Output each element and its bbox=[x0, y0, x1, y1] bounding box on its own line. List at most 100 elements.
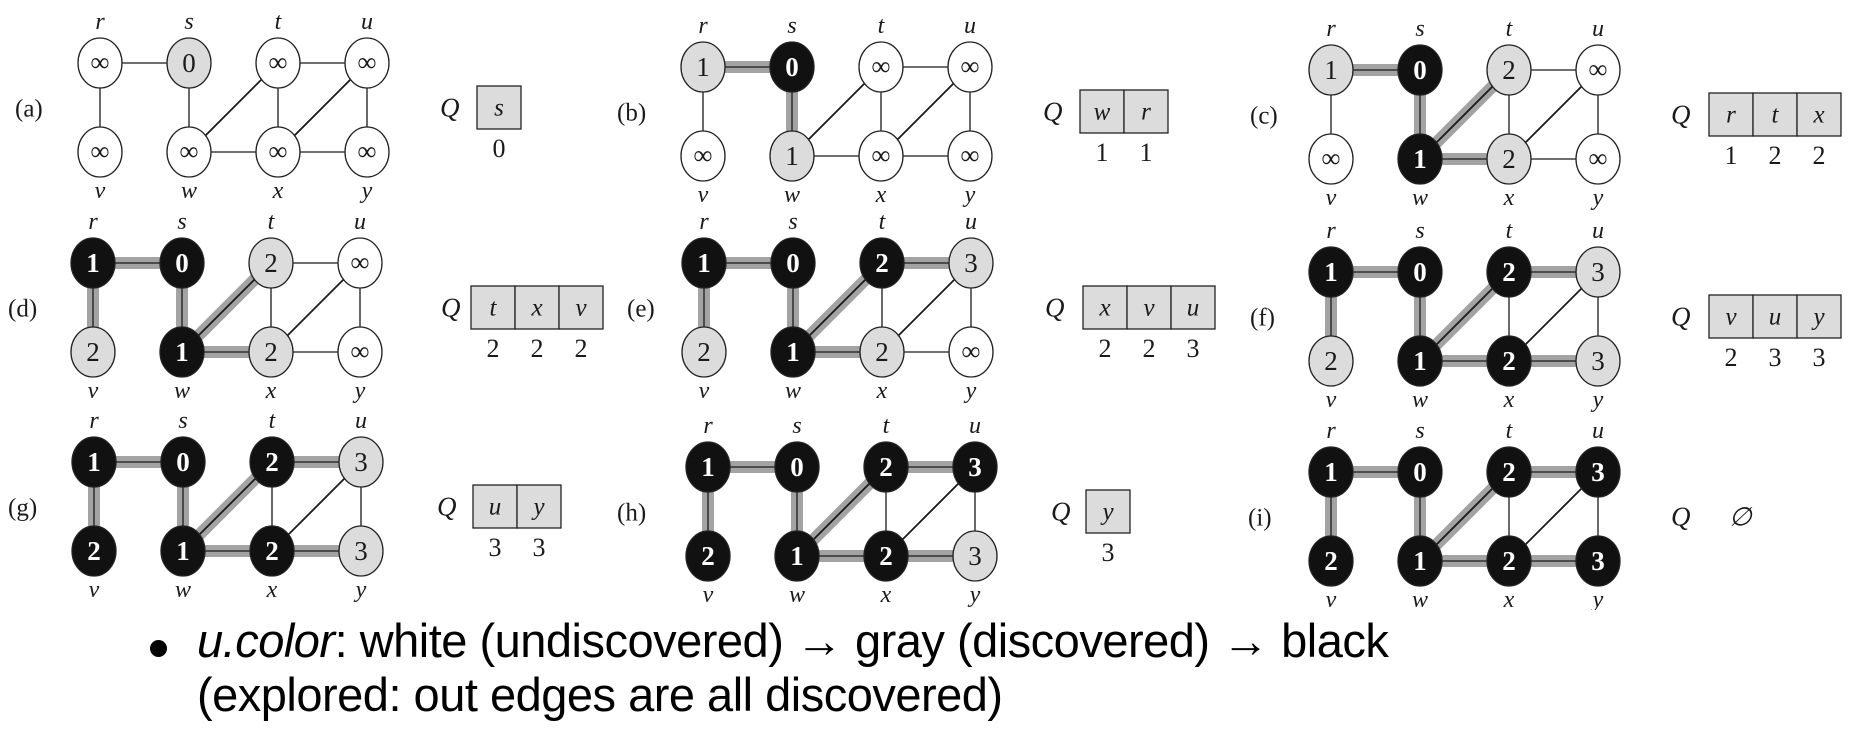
queue-cell bbox=[514, 285, 560, 330]
queue-label: Q bbox=[1051, 497, 1071, 527]
vertex-s-black bbox=[770, 237, 816, 289]
vertex-y-white bbox=[948, 326, 994, 378]
vertex-label-s: s bbox=[792, 413, 801, 439]
vertex-w-black bbox=[1397, 535, 1443, 587]
vertex-label-x: x bbox=[876, 378, 888, 404]
distance-y: 3 bbox=[968, 541, 982, 571]
vertex-w-white bbox=[166, 126, 212, 178]
vertex-x-white bbox=[858, 130, 904, 182]
vertex-label-y: y bbox=[964, 378, 977, 404]
vertex-r-gray bbox=[680, 41, 726, 93]
vertex-y-white bbox=[947, 130, 993, 182]
vertex-s-black bbox=[160, 436, 206, 488]
vertex-label-t: t bbox=[879, 209, 887, 235]
vertex-label-u: u bbox=[965, 209, 977, 235]
distance-x: 2 bbox=[875, 337, 889, 367]
distance-r: 1 bbox=[696, 52, 710, 82]
vertex-x-gray bbox=[248, 326, 294, 378]
distance-t: 2 bbox=[264, 248, 278, 278]
vertex-t-gray bbox=[248, 237, 294, 289]
vertex-label-u: u bbox=[355, 408, 367, 434]
vertex-label-w: w bbox=[174, 378, 190, 404]
vertex-label-v: v bbox=[1326, 185, 1337, 211]
vertex-t-black bbox=[1486, 446, 1532, 498]
queue-distance-v: 2 bbox=[1725, 343, 1738, 372]
distance-u: ∞ bbox=[357, 47, 376, 77]
queue-distance-y: 3 bbox=[1813, 343, 1826, 372]
queue-vertex-t: t bbox=[1772, 102, 1780, 129]
vertex-s-black bbox=[769, 41, 815, 93]
distance-r: 1 bbox=[87, 447, 101, 477]
queue-distance-u: 3 bbox=[1769, 343, 1782, 372]
distance-x: ∞ bbox=[268, 136, 287, 166]
vertex-v-black bbox=[685, 530, 731, 582]
distance-w: 1 bbox=[1413, 546, 1427, 576]
distance-y: ∞ bbox=[1588, 143, 1607, 173]
queue-cell bbox=[1708, 294, 1754, 339]
queue-distance-r: 1 bbox=[1725, 141, 1738, 170]
vertex-label-y: y bbox=[968, 582, 981, 608]
queue-vertex-w: w bbox=[1094, 99, 1111, 126]
vertex-x-black bbox=[1486, 335, 1532, 387]
queue-vertex-x: x bbox=[530, 295, 542, 322]
panel-label: (d) bbox=[8, 296, 37, 323]
queue-distance-s: 0 bbox=[493, 134, 506, 163]
bullet-dot-icon bbox=[150, 640, 167, 657]
vertex-label-w: w bbox=[1412, 587, 1428, 610]
distance-t: ∞ bbox=[268, 47, 287, 77]
vertex-u-white bbox=[337, 237, 383, 289]
vertex-u-gray bbox=[948, 237, 994, 289]
vertex-label-u: u bbox=[969, 413, 981, 439]
panel-label: (a) bbox=[15, 96, 43, 123]
vertex-s-black bbox=[1397, 44, 1443, 96]
panel-label: (g) bbox=[8, 495, 37, 522]
vertex-r-black bbox=[71, 436, 117, 488]
vertex-label-s: s bbox=[1415, 218, 1424, 244]
vertex-v-white bbox=[1308, 133, 1354, 185]
vertex-x-black bbox=[863, 530, 909, 582]
distance-s: 0 bbox=[175, 248, 189, 278]
vertex-label-w: w bbox=[175, 577, 191, 603]
distance-s: 0 bbox=[1413, 257, 1427, 287]
vertex-t-black bbox=[863, 441, 909, 493]
vertex-label-x: x bbox=[1503, 185, 1515, 211]
vertex-w-black bbox=[159, 326, 205, 378]
vertex-r-white bbox=[77, 37, 123, 89]
vertex-v-black bbox=[1308, 535, 1354, 587]
distance-w: 1 bbox=[175, 337, 189, 367]
vertex-y-gray bbox=[338, 525, 384, 577]
vertex-w-black bbox=[1397, 335, 1443, 387]
vertex-x-black bbox=[1486, 535, 1532, 587]
distance-x: 2 bbox=[1502, 144, 1516, 174]
distance-r: 1 bbox=[697, 248, 711, 278]
vertex-label-s: s bbox=[1415, 418, 1424, 444]
queue-vertex-y: y bbox=[530, 494, 545, 521]
distance-u: 3 bbox=[968, 452, 982, 482]
vertex-label-v: v bbox=[89, 577, 100, 603]
vertex-s-gray bbox=[166, 37, 212, 89]
queue-distance-v: 2 bbox=[575, 334, 588, 363]
queue-distance-u: 3 bbox=[489, 533, 502, 562]
distance-v: ∞ bbox=[1321, 143, 1340, 173]
vertex-w-black bbox=[774, 530, 820, 582]
distance-v: ∞ bbox=[693, 140, 712, 170]
vertex-label-t: t bbox=[1506, 16, 1514, 42]
vertex-t-black bbox=[1486, 246, 1532, 298]
distance-v: ∞ bbox=[90, 136, 109, 166]
vertex-label-v: v bbox=[95, 178, 106, 204]
queue-cell bbox=[558, 285, 604, 330]
vertex-y-gray bbox=[1575, 335, 1621, 387]
vertex-w-black bbox=[160, 525, 206, 577]
vertex-label-w: w bbox=[1412, 185, 1428, 211]
vertex-y-white bbox=[1575, 133, 1621, 185]
vertex-u-black bbox=[1575, 446, 1621, 498]
distance-y: ∞ bbox=[961, 336, 980, 366]
vertex-s-black bbox=[1397, 246, 1443, 298]
distance-y: 3 bbox=[1591, 346, 1605, 376]
vertex-y-gray bbox=[952, 530, 998, 582]
